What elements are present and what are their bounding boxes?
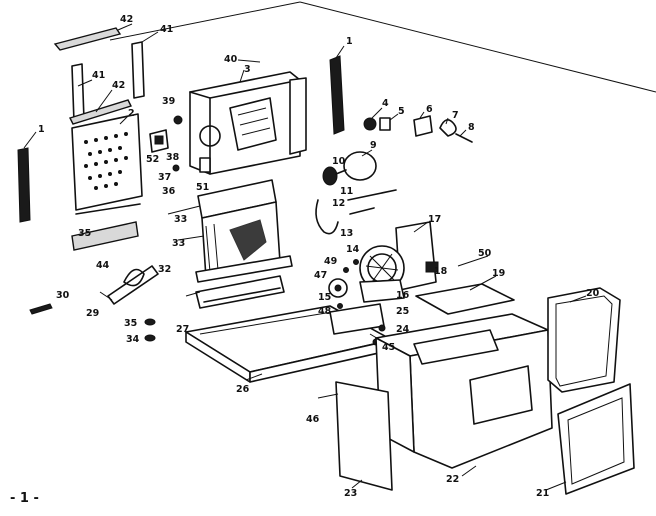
part-evaporator-coil [195, 179, 293, 283]
footer-page-mark: - 1 - [10, 491, 39, 506]
label-44: 44 [96, 260, 110, 271]
label-1-right: 1 [346, 36, 353, 47]
label-7: 7 [452, 110, 459, 121]
part-bottom-trim [71, 203, 141, 251]
label-30: 30 [56, 290, 70, 301]
label-13: 13 [340, 228, 353, 239]
label-20: 20 [586, 288, 600, 299]
part-front-grille [71, 113, 143, 211]
label-17: 17 [428, 214, 441, 225]
part-labels: 42 41 41 42 40 3 1 39 2 1 4 5 6 7 8 9 10… [10, 14, 600, 506]
label-48: 48 [318, 306, 332, 317]
label-15: 15 [318, 292, 331, 303]
part-top-cover [415, 283, 515, 315]
label-47: 47 [314, 270, 327, 281]
part-motor [322, 151, 377, 186]
label-22: 22 [446, 474, 459, 485]
label-37: 36 [162, 186, 176, 197]
label-18: 18 [434, 266, 448, 277]
label-32: 33 [172, 238, 185, 249]
part-control-box [149, 115, 211, 173]
label-42-top: 41 [160, 24, 173, 35]
label-14: 14 [346, 244, 360, 255]
part-small-hardware [29, 265, 159, 342]
label-51: 52 [146, 154, 159, 165]
label-5: 5 [398, 106, 405, 117]
label-36: 35 [78, 228, 91, 239]
part-top-rail [53, 27, 122, 51]
label-10: 10 [332, 156, 346, 167]
part-outer-cabinet [375, 313, 553, 469]
part-lower-rail [69, 99, 132, 125]
label-26: 26 [236, 384, 250, 395]
label-27: 27 [176, 324, 189, 335]
label-9: 9 [370, 140, 377, 151]
label-40: 39 [162, 96, 175, 107]
label-41: 40 [224, 54, 238, 65]
part-rear-panel [547, 287, 621, 393]
label-19: 19 [492, 268, 505, 279]
label-21: 21 [536, 488, 549, 499]
part-blower-wheel [328, 259, 359, 309]
label-2: 2 [128, 108, 135, 119]
label-33: 33 [174, 214, 187, 225]
guide-lines [109, 1, 656, 93]
label-24: 24 [396, 324, 410, 335]
label-46: 46 [306, 414, 320, 425]
label-1-left: 1 [38, 124, 45, 135]
label-3: 3 [244, 64, 251, 75]
label-23: 23 [344, 488, 357, 499]
label-11: 11 [340, 186, 353, 197]
part-right-side-rail [329, 55, 345, 135]
label-4: 4 [382, 98, 389, 109]
part-side-panel [335, 381, 393, 491]
part-left-side-rail [17, 147, 31, 223]
leader-lines [23, 23, 587, 491]
label-31: 32 [158, 264, 171, 275]
label-45: 45 [382, 342, 395, 353]
label-6: 6 [426, 104, 433, 115]
part-drain-pan [195, 275, 285, 309]
part-capacitor-assembly [363, 115, 473, 143]
part-blower-assembly [359, 221, 439, 303]
label-29: 29 [86, 308, 99, 319]
label-39: 38 [166, 152, 180, 163]
label-35: 35 [124, 318, 137, 329]
label-50: 50 [478, 248, 492, 259]
label-8: 8 [468, 122, 475, 133]
label-42-left: 41 [92, 70, 105, 81]
label-38: 37 [158, 172, 171, 183]
label-43-top: 42 [120, 14, 133, 25]
label-25: 25 [396, 306, 409, 317]
label-49: 49 [324, 256, 337, 267]
label-34: 34 [126, 334, 140, 345]
part-front-frame [557, 383, 635, 495]
label-12: 12 [332, 198, 345, 209]
label-16: 16 [396, 290, 410, 301]
label-52: 51 [196, 182, 209, 193]
part-motor-mount [315, 189, 397, 235]
label-43-left: 42 [112, 80, 125, 91]
